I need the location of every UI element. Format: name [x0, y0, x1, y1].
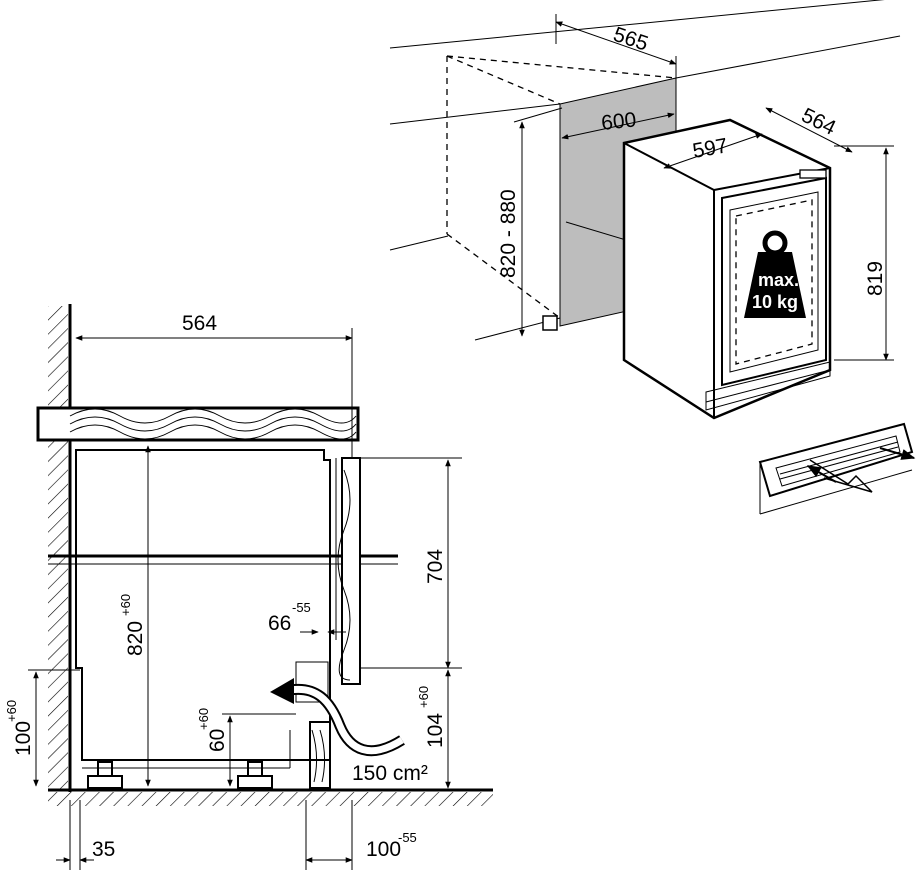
door-offset-label: 66 [268, 612, 291, 635]
foot-height-tol: +60 [196, 708, 211, 730]
side-view: 564 704 820 +60 66 -55 104 +60 [4, 304, 493, 870]
plinth-height-label: 104 [424, 713, 447, 748]
perspective-view: 565 600 820 - 880 597 564 81 [389, 0, 916, 515]
niche-height-side-tol: +60 [118, 594, 133, 616]
max-load-weight-icon: max. 10 kg [744, 230, 806, 318]
adjustable-foot-rear [87, 761, 123, 789]
niche-height-side-label: 820 [124, 621, 147, 656]
niche-width-label: 600 [600, 108, 637, 135]
door-height-label: 704 [424, 549, 447, 584]
max-load-line2: 10 kg [752, 292, 798, 312]
adjustable-foot-front [237, 761, 273, 789]
foot-height-label: 60 [206, 729, 229, 752]
niche-height-label: 820 - 880 [497, 189, 520, 278]
bottom-left-label: 35 [92, 838, 115, 861]
floor-height-tol: +60 [4, 700, 19, 722]
floor-height-label: 100 [12, 721, 35, 756]
appliance-height-label: 819 [864, 261, 887, 296]
door-offset-tol: -55 [292, 600, 311, 615]
side-depth-label: 564 [182, 312, 217, 335]
bottom-right-label: 100 [366, 838, 401, 861]
max-load-line1: max. [758, 270, 799, 290]
plinth-height-tol: +60 [416, 686, 431, 708]
plinth-grille-detail [758, 422, 916, 515]
niche-depth-label: 565 [610, 23, 650, 56]
bottom-right-tol: -55 [398, 830, 417, 845]
vent-area-label: 150 cm² [352, 762, 428, 785]
appliance-depth-label: 564 [798, 104, 840, 140]
